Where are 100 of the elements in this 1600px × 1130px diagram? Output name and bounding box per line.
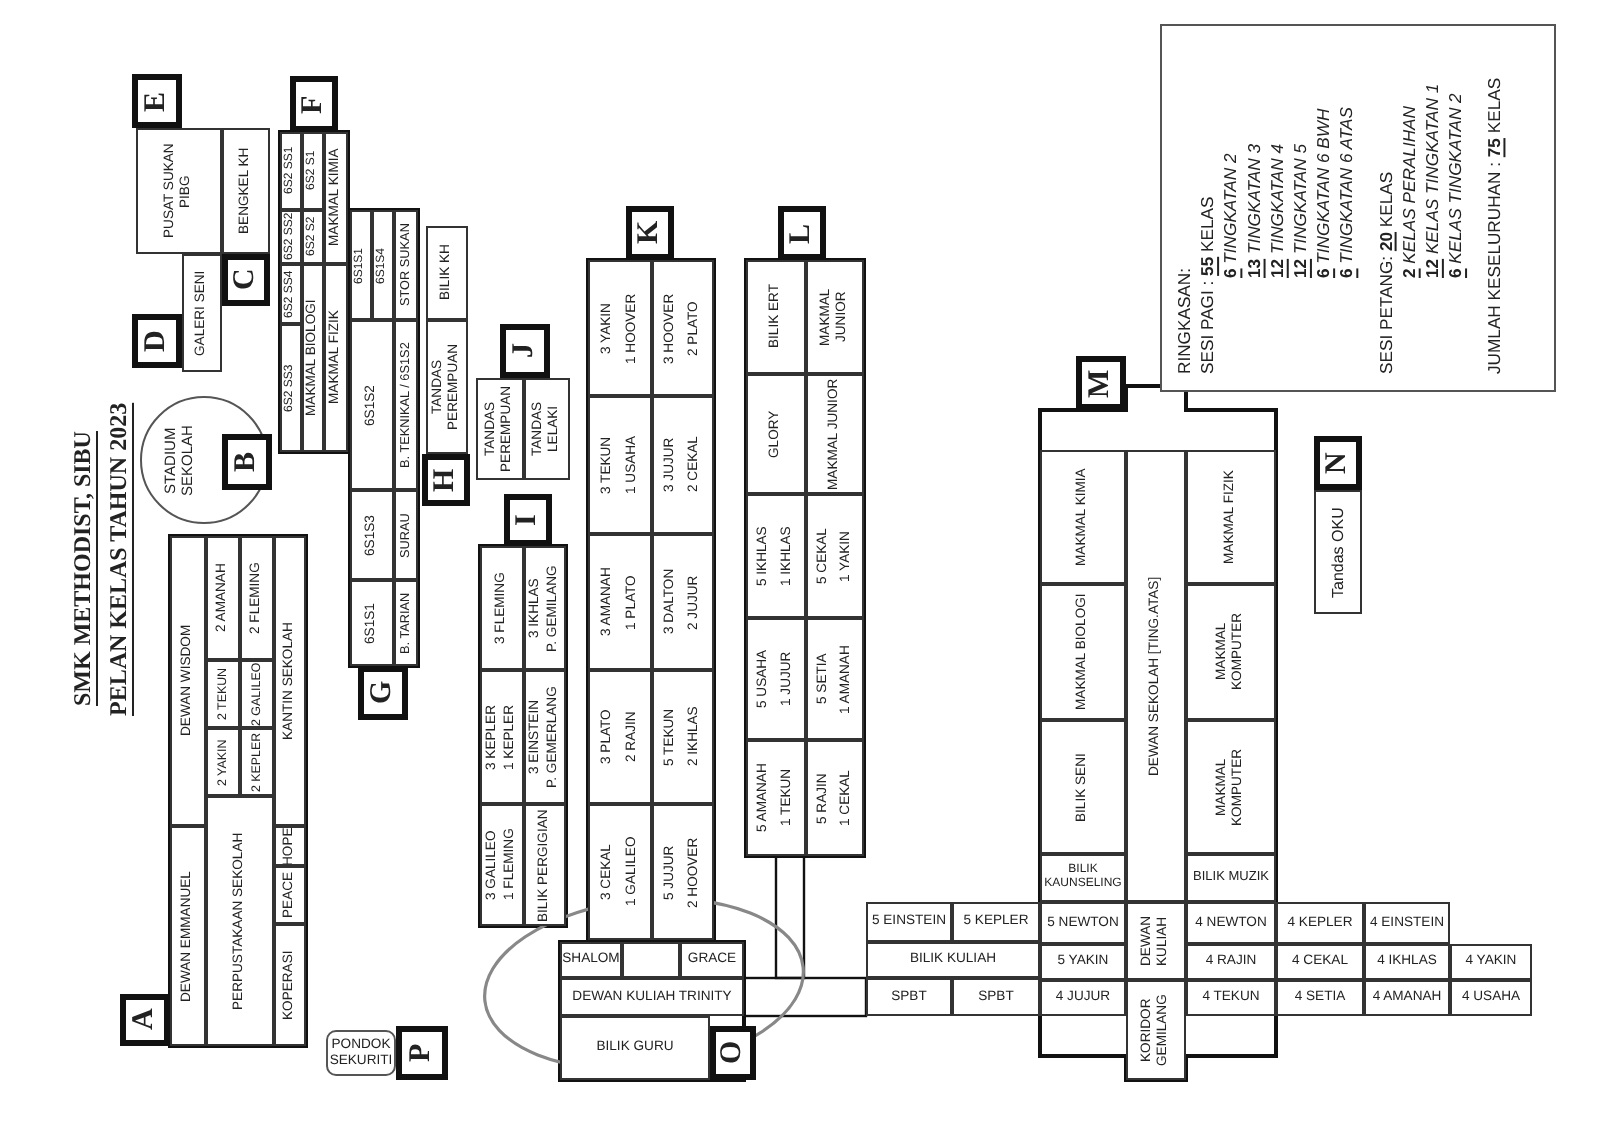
zone-letter: E <box>139 91 174 112</box>
room-box <box>560 942 622 978</box>
room-box <box>206 796 274 1046</box>
room-box <box>806 260 864 374</box>
room-box <box>1040 944 1126 980</box>
zone-letter: H <box>428 468 463 492</box>
room-box <box>1276 980 1364 1016</box>
room-box <box>1364 944 1450 980</box>
room-box <box>746 618 806 740</box>
zone-letter: M <box>1083 368 1118 398</box>
room-box <box>240 536 274 660</box>
room-box <box>394 210 418 320</box>
room-box <box>1126 902 1186 980</box>
room-box <box>1040 854 1126 902</box>
room-box <box>746 740 806 856</box>
room-box <box>480 670 524 804</box>
room-name: Tandas OKU <box>1328 506 1348 598</box>
subtitle: PELAN KELAS TAHUN 2023 <box>104 401 134 720</box>
room-box <box>350 580 394 666</box>
room-box <box>372 210 394 320</box>
room-box <box>1314 490 1362 614</box>
zone-letter: J <box>507 343 542 359</box>
room-box <box>206 536 240 660</box>
zone-letter: A <box>127 1009 162 1031</box>
room-box <box>170 826 206 1046</box>
summary-line: 13 TINGKATAN 3 <box>1243 143 1266 282</box>
room-box <box>350 210 372 320</box>
zone-letter-box <box>290 76 338 132</box>
room-box <box>280 132 302 210</box>
room-box <box>476 378 524 480</box>
room-box <box>806 740 864 856</box>
room-box <box>1186 854 1276 902</box>
summary-line: SESI PETANG: 20 KELAS <box>1375 171 1398 374</box>
summary-line: 2 KELAS PERALIHAN <box>1398 106 1421 282</box>
room-box <box>746 260 806 374</box>
room-box <box>652 260 714 396</box>
room-box <box>1040 720 1126 854</box>
summary-line: 6 KELAS TINGKATAN 2 <box>1445 93 1468 282</box>
room-box <box>426 226 468 320</box>
summary-line: 12 TINGKATAN 4 <box>1266 143 1289 282</box>
room-box <box>588 804 652 940</box>
room-box <box>1126 980 1186 1080</box>
guard-post-box <box>326 1030 396 1076</box>
room-box <box>1276 944 1364 980</box>
room-box <box>274 866 306 924</box>
room-box <box>274 826 306 866</box>
room-box <box>1186 450 1276 584</box>
room-box <box>324 264 348 452</box>
zone-letter: P <box>404 1043 439 1063</box>
room-box <box>394 320 418 490</box>
room-box <box>806 374 864 494</box>
room-box <box>324 132 348 264</box>
room-box <box>1040 584 1126 720</box>
room-box <box>1186 944 1276 980</box>
room-box <box>274 536 306 826</box>
room-box <box>806 618 864 740</box>
room-box <box>560 1016 710 1080</box>
room-box <box>652 396 714 534</box>
zone-letter-box <box>710 1026 756 1080</box>
room-box <box>1450 944 1532 980</box>
room-box <box>1186 720 1276 854</box>
room-box <box>1364 980 1450 1016</box>
zone-letter-box <box>422 454 470 506</box>
room-box <box>524 804 566 926</box>
zone-letter: I <box>510 514 545 526</box>
summary-line: 6 TINGKATAN 6 ATAS <box>1336 107 1359 282</box>
room-box <box>1126 450 1186 902</box>
room-box <box>136 128 222 254</box>
room-box <box>206 728 240 796</box>
room-box <box>1186 584 1276 720</box>
zone-letter-box <box>132 314 182 368</box>
summary-line: SESI PAGI : 55 KELAS <box>1197 196 1220 374</box>
summary-line: JUMLAH KESELURUHAN : 75 KELAS <box>1484 77 1507 374</box>
room-box <box>302 264 324 452</box>
room-box <box>588 260 652 396</box>
room-box <box>806 494 864 618</box>
room-box <box>952 978 1040 1016</box>
room-box <box>426 320 468 454</box>
room-box <box>1186 980 1276 1016</box>
zone-letter-box <box>120 994 170 1046</box>
room-box <box>274 924 306 1046</box>
room-box <box>680 942 744 978</box>
room-box <box>622 942 680 978</box>
room-box <box>652 670 714 804</box>
room-box <box>746 494 806 618</box>
room-box <box>480 804 524 926</box>
room-box <box>652 804 714 940</box>
summary-box <box>1160 24 1556 392</box>
room-box <box>480 546 524 670</box>
room-box <box>1040 902 1126 944</box>
room-box <box>394 490 418 580</box>
summary-line: 12 KELAS TINGKATAN 1 <box>1421 83 1444 282</box>
room-box <box>1364 902 1450 944</box>
summary-line: 12 TINGKATAN 5 <box>1289 143 1312 282</box>
room-box <box>652 534 714 670</box>
zone-letter: G <box>365 681 400 705</box>
room-box <box>866 942 1040 978</box>
room-box <box>524 670 566 804</box>
room-box <box>1186 902 1276 944</box>
zone-letter: K <box>632 221 667 245</box>
